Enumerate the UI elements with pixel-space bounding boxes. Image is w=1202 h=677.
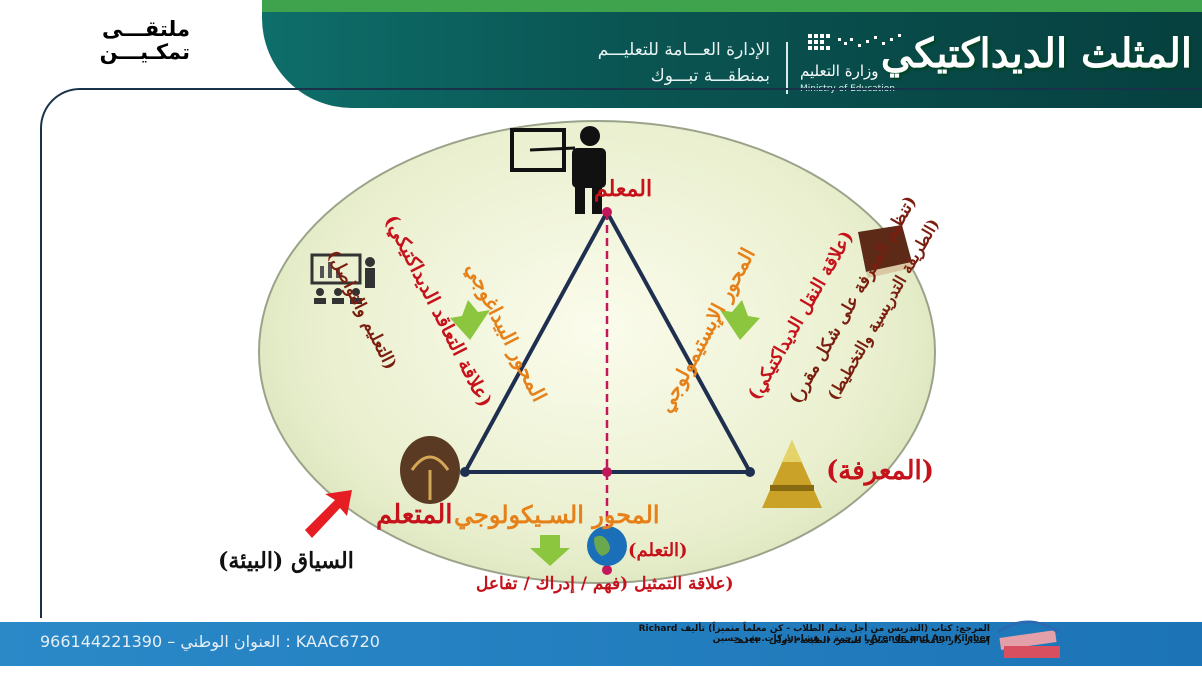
- reference-line-2: إصدار دار جامعة الملك سعود للنشر، الطبعة…: [734, 636, 990, 646]
- ministry-dots-icon: [808, 34, 901, 50]
- admin-line-1: الإدارة العـــامة للتعليـــم: [597, 40, 770, 60]
- admin-line-2: بمنطقـــة تبـــوك: [650, 66, 770, 86]
- logo-line-2: تمكـيـــن: [99, 40, 190, 64]
- header-banner: [262, 0, 1202, 108]
- teacher-icon: [510, 126, 606, 214]
- logo-line-1: ملتقـــى: [101, 17, 190, 41]
- knowledge-pyramid-icon: [762, 440, 822, 508]
- header-divider: [786, 42, 788, 94]
- midpoint: [602, 467, 612, 477]
- arrow-up-left-icon: [450, 300, 490, 340]
- footer-contact-text: KAAC6720 : العنوان الوطني – 966144221390: [40, 632, 380, 651]
- header-accent-strip: [262, 0, 1202, 12]
- knowledge-label: (المعرفة): [826, 456, 935, 486]
- learner-head-icon: [400, 436, 460, 504]
- context-arrow-icon: [305, 490, 352, 538]
- reference-line-1: المرجع: كتاب (التدريس من أجل تعلم الطلاب…: [638, 624, 990, 644]
- bottom-point: [602, 565, 612, 575]
- ministry-logo-icon: [808, 30, 908, 60]
- vertex-right: [745, 467, 755, 477]
- teacher-label: المعلم: [594, 176, 653, 202]
- vertex-left: [460, 467, 470, 477]
- representation-label: (علاقة التمثيل (فهم / إدراك / تفاعل: [476, 574, 734, 594]
- globe-icon: [587, 526, 627, 566]
- classroom-icon: [310, 253, 375, 304]
- arrow-down-icon: [530, 535, 570, 566]
- arrow-up-right-icon: [720, 300, 760, 340]
- learning-label: (التعلم): [628, 540, 688, 561]
- learner-label: المتعلم: [376, 500, 453, 530]
- vertex-top: [602, 207, 612, 217]
- page-title: المثلث الديداكتيكي: [880, 30, 1192, 77]
- book-icon: [858, 225, 912, 278]
- context-label: السياق (البيئة): [218, 548, 354, 574]
- books-icon: [997, 620, 1060, 658]
- content-frame: [40, 88, 1202, 618]
- bottom-axis-label: المحور السـيكولوجي: [454, 500, 660, 529]
- ministry-name-ar: وزارة التعليم: [800, 62, 879, 80]
